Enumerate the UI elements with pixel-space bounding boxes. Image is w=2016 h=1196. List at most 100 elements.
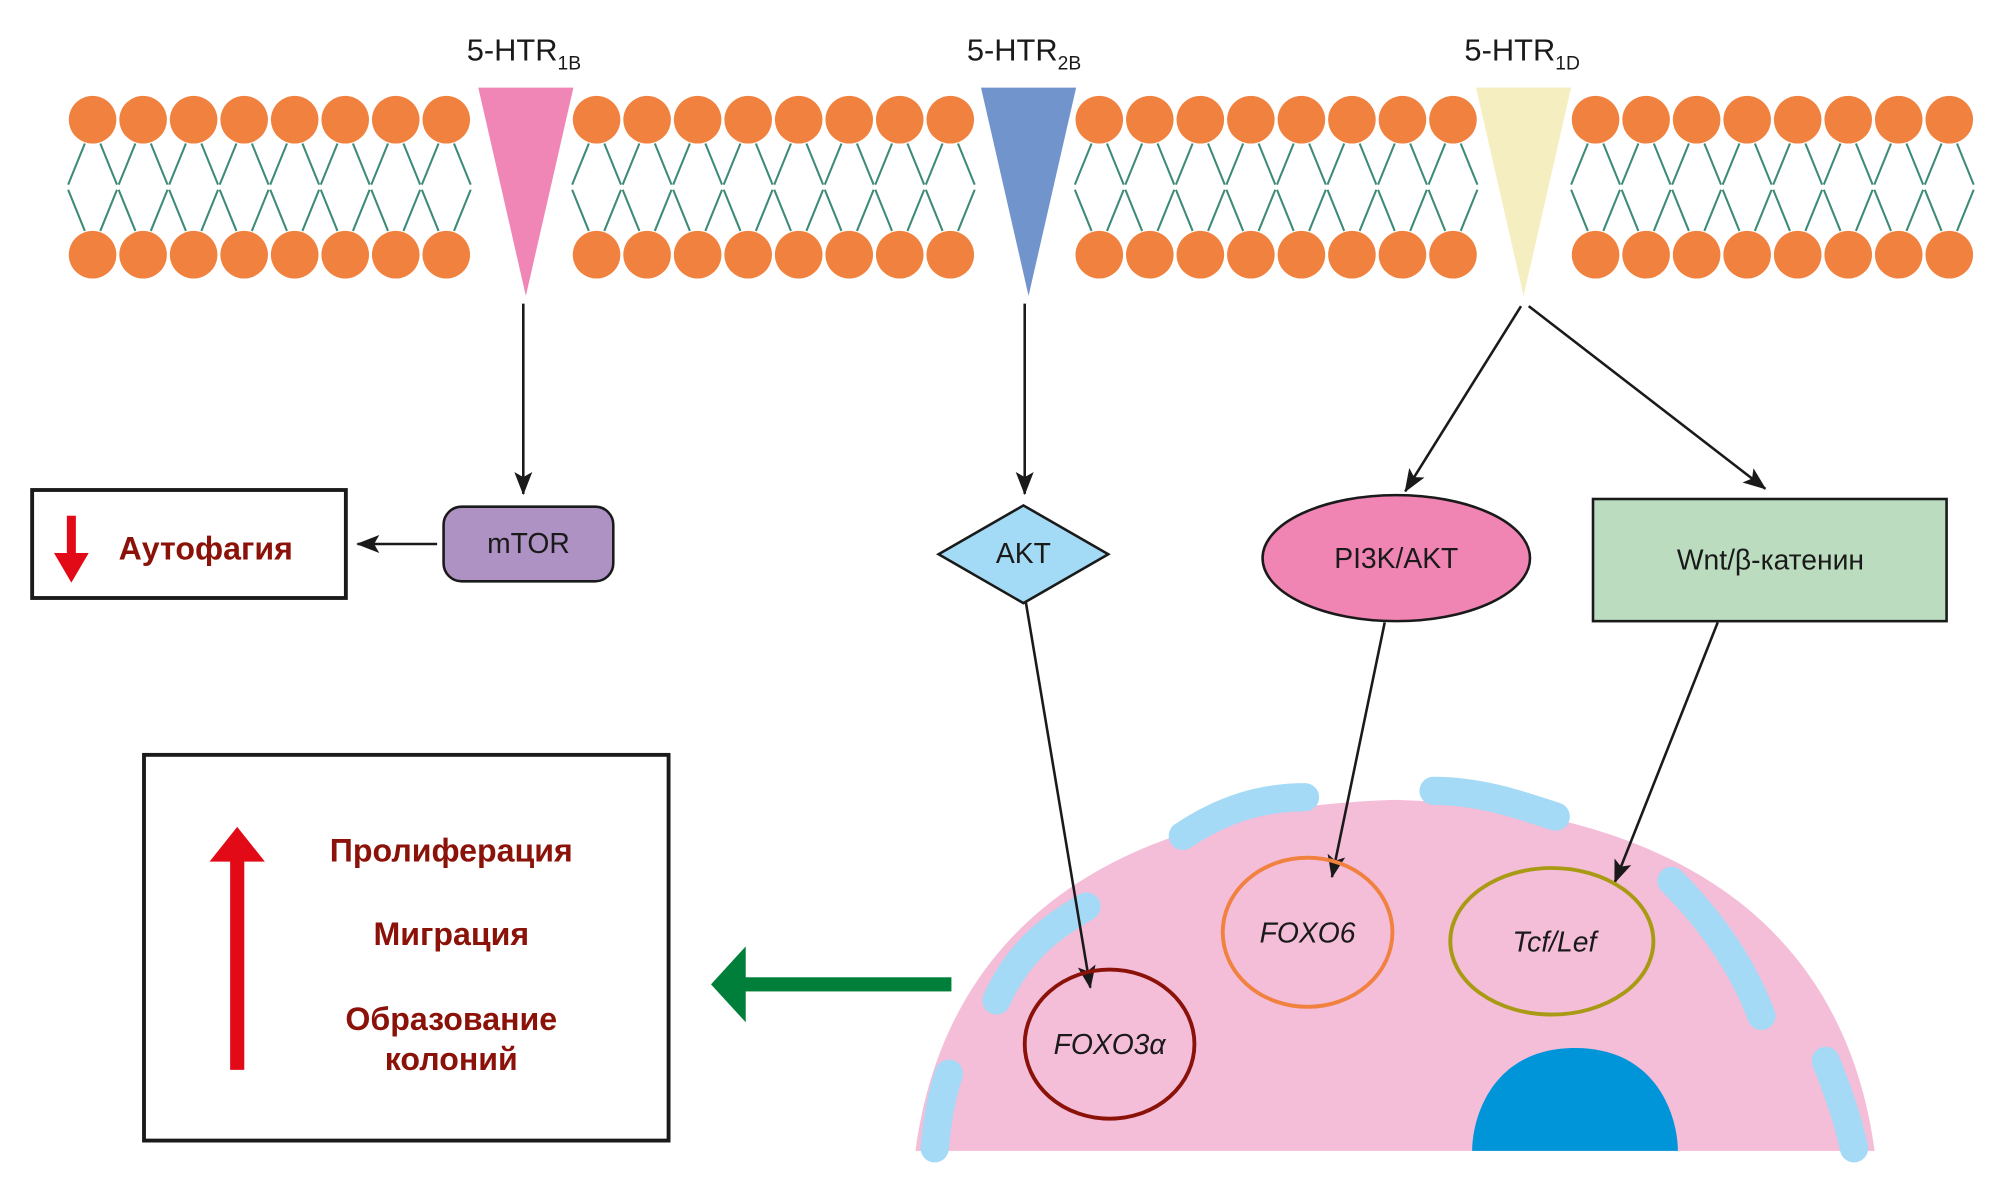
envelope-segment [920, 1059, 963, 1163]
lipid-tail [117, 143, 169, 232]
receptor-1d-shape [1476, 87, 1572, 296]
lipid-tail [269, 143, 321, 232]
gene-tcf-lef: Tcf/Lef [1448, 866, 1656, 1017]
cell-nucleus [915, 776, 1875, 1163]
lipid-head [1328, 95, 1376, 144]
pi3k-ellipse [1261, 493, 1532, 623]
effect-colony-formation-line1: Образование [345, 1001, 557, 1037]
receptor-2b-label: 5-HTR2B [967, 33, 1081, 75]
lipid-head [1773, 230, 1822, 279]
lipid-head [623, 95, 671, 144]
lipid-tail [722, 143, 774, 232]
receptor-1d-label: 5-HTR1D [1464, 33, 1579, 75]
lipid-head [1126, 230, 1174, 279]
envelope-segment [1419, 776, 1570, 831]
envelope-segment [1811, 1046, 1869, 1163]
lipid-tail [370, 143, 422, 232]
lipid-head [1672, 95, 1721, 144]
gene-foxo6: FOXO6 [1220, 855, 1395, 1009]
lipid-head [1378, 230, 1427, 279]
mtor-label: mTOR [487, 527, 570, 559]
green-left-arrow-icon [711, 946, 952, 1023]
lipid-head [1378, 95, 1427, 144]
lipid-tail [823, 143, 875, 232]
receptor-5-htr-1d: 5-HTR1D [1464, 33, 1580, 296]
tcf-label: Tcf/Lef [1513, 925, 1600, 957]
lipid-head [321, 230, 369, 279]
node-wnt-beta-catenin: Wnt/β-катенин [1591, 497, 1948, 623]
receptor-2b-shape [981, 87, 1077, 296]
lipid-tail [1073, 143, 1125, 232]
lipid-tail [1225, 143, 1277, 232]
cell-body [915, 799, 1875, 1151]
wnt-label: Wnt/β-катенин [1677, 543, 1864, 575]
lipid-tail [571, 143, 622, 232]
lipid-head [270, 95, 319, 144]
lipid-head [1328, 230, 1376, 279]
lipid-tail [1570, 143, 1621, 232]
lipid-head [371, 95, 420, 144]
arrow-akt-to-foxo3a [1023, 595, 1096, 989]
down-arrow-icon [54, 515, 89, 583]
lipid-tail [1873, 143, 1925, 232]
lipid-head [119, 230, 167, 279]
foxo3a-ellipse [1022, 967, 1197, 1121]
lipid-head [1277, 95, 1326, 144]
akt-diamond [935, 503, 1111, 605]
node-mtor: mTOR [442, 505, 615, 583]
lipid-head [1723, 95, 1771, 144]
lipid-head [724, 230, 772, 279]
receptor-1b-label: 5-HTR1B [467, 33, 581, 75]
lipid-tail [218, 143, 270, 232]
envelope-segment [982, 892, 1101, 1015]
lipid-head [1429, 230, 1477, 279]
lipid-head [422, 95, 471, 144]
lipid-head [371, 230, 420, 279]
lipid-head [673, 95, 722, 144]
arrow-wnt-to-tcf [1613, 621, 1719, 884]
lipid-head [1277, 230, 1326, 279]
lipid-head [1571, 95, 1620, 144]
lipid-head [1176, 230, 1225, 279]
effects-box: Пролиферация Миграция Образование колони… [142, 752, 671, 1143]
lipid-head [1874, 95, 1923, 144]
lipid-head [623, 230, 671, 279]
lipid-tail [773, 143, 825, 232]
lipid-head [321, 95, 369, 144]
lipid-head [169, 95, 218, 144]
lipid-tail [1620, 143, 1672, 232]
receptor-5-htr-1b: 5-HTR1B [467, 33, 581, 296]
lipid-tail [1772, 143, 1824, 232]
up-arrow-icon [209, 826, 265, 1070]
arrow-pi3k-to-foxo6 [1327, 622, 1386, 879]
lipid-head [1925, 95, 1974, 144]
lipid-head [1571, 230, 1620, 279]
arrow-1d-to-pi3k [1404, 305, 1523, 493]
lipid-tail [874, 143, 926, 232]
pathway-arrows [356, 303, 1767, 989]
nucleolus [1472, 1048, 1678, 1151]
lipid-head [1925, 230, 1974, 279]
pi3k-label: PI3K/AKT [1334, 542, 1458, 574]
lipid-head [1429, 95, 1477, 144]
lipid-tail [1721, 143, 1773, 232]
lipid-tail [420, 143, 472, 232]
lipid-head [119, 95, 167, 144]
lipid-head [724, 95, 772, 144]
lipid-head [1075, 230, 1124, 279]
lipid-head [774, 95, 823, 144]
lipid-tail [319, 143, 371, 232]
lipid-head [875, 230, 924, 279]
lipid-head [673, 230, 722, 279]
autophagy-frame [30, 488, 348, 600]
lipid-head [825, 230, 873, 279]
lipid-head [422, 230, 471, 279]
lipid-head [875, 95, 924, 144]
lipid-tail [621, 143, 673, 232]
lipid-head [926, 95, 975, 144]
lipid-head [1874, 230, 1923, 279]
lipid-head [572, 230, 621, 279]
effect-colony-formation-line2: колоний [385, 1041, 518, 1077]
lipid-tail [67, 143, 118, 232]
lipid-head [1723, 230, 1771, 279]
